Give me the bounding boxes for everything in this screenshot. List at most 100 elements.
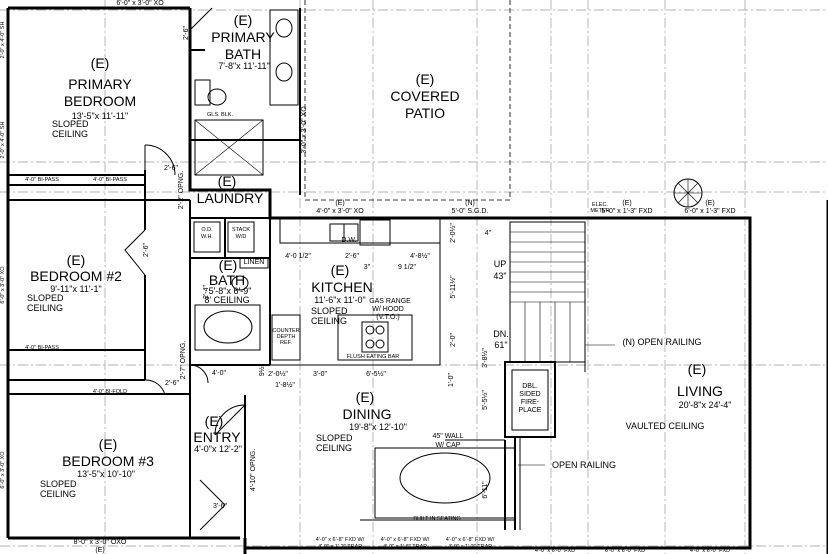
ceiling-note: CEILING — [40, 489, 76, 499]
ceiling-note: SLOPED — [316, 433, 353, 443]
room-tag: (E) — [205, 413, 224, 429]
dimension-text: 6'-0" x 3'-0" XO — [116, 0, 164, 7]
ceiling-note: SLOPED — [52, 119, 89, 129]
fixture-label: O.D. — [201, 227, 213, 233]
kitchen-fixtures — [270, 217, 441, 366]
room-name: BATH — [209, 272, 245, 288]
room-tag: (E) — [688, 361, 707, 377]
dimension-text: 4'-0" x 1'-2" TRAP — [448, 544, 492, 550]
room-tag: (E) — [218, 173, 237, 189]
dimension-text: 4'-0" x 3'-0" XO — [316, 208, 364, 215]
dimension-text: 2'-0" x 4'-0" SH — [0, 22, 6, 59]
room-size: 13'-5"x 10'-10" — [77, 469, 135, 479]
stair-label: DN. — [493, 329, 509, 339]
room-tag: (E) — [234, 12, 253, 28]
dimension-text: 5'-11½" — [449, 275, 457, 299]
dimension-text: 4" — [485, 230, 492, 237]
fireplace-label: SIDED — [519, 391, 540, 398]
room-size: 7'-8"x 11'-11" — [218, 61, 270, 71]
fixture-label: LINEN — [244, 259, 265, 266]
dining-table — [360, 447, 516, 521]
ceiling-note: CEILING — [316, 443, 352, 453]
fixture-label: D.W. — [341, 237, 356, 244]
room-name: BEDROOM #3 — [62, 453, 154, 469]
closet-labels: 4'-0" BI-PASS 4'-0" BI-PASS 4'-0" BI-PAS… — [25, 177, 127, 395]
room-size: 5'-8"x 6'-9" — [209, 286, 252, 296]
room-name: ENTRY — [193, 429, 241, 445]
room-name: BATH — [225, 46, 261, 62]
fireplace-label: PLACE — [519, 407, 542, 414]
railing-label: (N) OPEN RAILING — [622, 337, 701, 347]
room-size: 13'-5"x 11'-11" — [72, 111, 129, 121]
dimension-text: 3'-8½" — [481, 348, 489, 368]
room-tag: (E) — [67, 252, 86, 268]
room-tag: (E) — [219, 257, 238, 273]
room-name: KITCHEN — [311, 279, 372, 295]
dimension-text: 5'-5½" — [481, 390, 489, 410]
room-name: DINING — [343, 406, 392, 422]
dimension-text: 6'-11" — [482, 481, 489, 499]
room-size: 4'-0"x 12'-2" — [194, 444, 242, 454]
dimension-text: 8'-0" x 3'-0" OXO — [74, 539, 127, 546]
label-covered-patio: (E) COVERED PATIO — [390, 71, 459, 121]
fixture-label: W.H. — [201, 234, 213, 240]
misc-labels: UP 43" DN. 61" DBL. SIDED FIRE- PLACE 45… — [413, 202, 701, 522]
label-entry: (E) ENTRY 4'-0"x 12'-2" — [193, 413, 242, 454]
stair-label: UP — [494, 259, 507, 269]
closet-label: 4'-0" BI-FOLD — [93, 389, 127, 395]
dimension-text: 4'-0" x 6'-0" FXD — [690, 548, 730, 554]
room-tag: (E) — [91, 55, 110, 71]
laundry-fixtures — [193, 221, 269, 351]
fixture-label: (V.T.O.) — [376, 314, 399, 321]
dimension-text: 2'-6" — [345, 253, 359, 260]
dimension-text: 9 1/2" — [398, 264, 417, 271]
dimension-labels: 6'-0" x 3'-0" XO 2'-6" 2'-6" 2'-2" OPNG.… — [0, 0, 736, 554]
stairs — [509, 221, 586, 372]
door-swings — [124, 7, 246, 531]
dimension-text: 2'-6" — [165, 380, 179, 387]
fireplace — [445, 361, 556, 530]
dimension-text: 3'-0" x 3'-0" XO — [301, 106, 308, 154]
interior-walls — [8, 49, 300, 538]
fireplace-label: DBL. — [522, 383, 538, 390]
room-size: 9'-11"x 11'-1" — [50, 284, 102, 294]
fixture-label: REF. — [280, 340, 292, 346]
closet-label: 4'-0" BI-PASS — [25, 177, 59, 183]
dimension-text: 4'-0 1/2" — [285, 253, 311, 260]
dimension-text: 1'-8½" — [275, 381, 295, 389]
dimension-text: (E) — [95, 547, 104, 554]
ceiling-fan-icon — [673, 178, 703, 208]
dimension-text: 5'-0" x 1'-3" FXD — [601, 208, 652, 215]
patio-outline — [304, 0, 511, 201]
fixture-label: W/ HOOD — [372, 306, 404, 313]
dimension-text: 4'-0" x 6'-8" FXD W/ — [446, 537, 495, 543]
stair-label: 43" — [493, 271, 506, 281]
fixture-label: COUNTER — [272, 328, 299, 334]
room-name: PRIMARY — [211, 29, 275, 45]
label-living: (E) LIVING 20'-8"x 24'-4" VAULTED CEILIN… — [626, 361, 732, 431]
ceiling-note: 8' CEILING — [204, 295, 249, 305]
railing-label: OPEN RAILING — [552, 460, 616, 470]
dimension-text: 6'-5½" — [366, 370, 386, 378]
dimension-text: 1'-0" — [448, 373, 455, 387]
dimension-text: 2'-6" — [183, 26, 190, 40]
meter-label: METER — [590, 208, 609, 214]
dimension-text: 6'-0" x 3'-0" XO — [0, 266, 6, 304]
dimension-text: 2'-4" — [203, 285, 210, 299]
fixture-label: W/D — [236, 234, 247, 240]
dimension-text: 2'-2" OPNG. — [178, 171, 185, 209]
room-name: LIVING — [677, 383, 723, 399]
fixture-label: FLUSH EATING BAR — [347, 354, 399, 360]
dimension-text: 4'-0" x 6'-8" FXD W/ — [316, 537, 365, 543]
room-tag: (E) — [416, 71, 435, 87]
stair-label: 61" — [494, 340, 507, 350]
dimension-text: 4'-10" OPNG. — [250, 449, 257, 491]
dimension-text: 6'-0" x 1'-3" FXD — [684, 208, 735, 215]
ceiling-note: VAULTED CEILING — [626, 421, 705, 431]
label-laundry: (E) LAUNDRY O.D. W.H. STACK W/D LINEN — [197, 173, 265, 266]
room-size: 20'-8"x 24'-4" — [679, 400, 732, 410]
fireplace-label: FIRE- — [521, 399, 540, 406]
room-size: 19'-8"x 12'-10" — [349, 422, 407, 432]
